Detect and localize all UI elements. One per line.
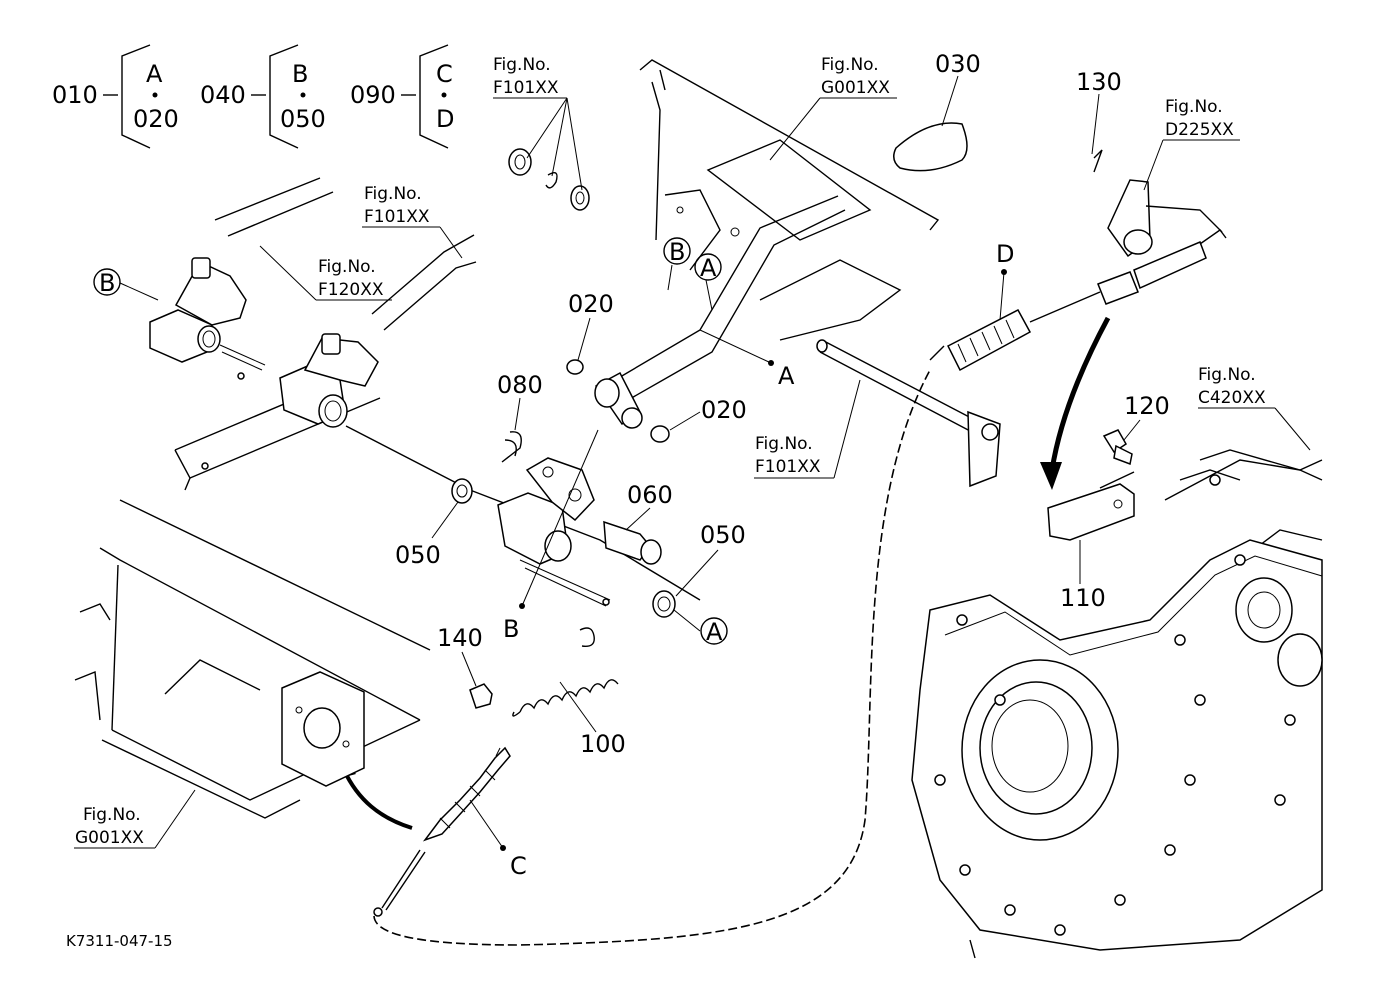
leader-lines	[74, 75, 1311, 849]
pedal-shaft	[816, 339, 1001, 488]
part-label-020-b: 020	[701, 396, 747, 424]
fig-ref-label: Fig.No.	[755, 434, 813, 454]
svg-text:D: D	[996, 240, 1014, 268]
clip-080	[501, 431, 522, 463]
svg-text:A: A	[700, 254, 717, 282]
washer-set	[508, 148, 590, 211]
fig-ref-g001-top: Fig.No. G001XX	[821, 55, 890, 98]
bracket-110	[1047, 471, 1135, 541]
ref-point-a: A	[768, 360, 795, 390]
case-bolts	[934, 474, 1296, 936]
fig-ref-label: Fig.No.	[364, 184, 422, 204]
range-group-090: 090 C D	[350, 44, 454, 149]
range-group-040: 040 B 050	[200, 44, 326, 149]
part-label-030: 030	[935, 50, 981, 78]
fig-ref-label: Fig.No.	[1165, 97, 1223, 117]
spring-100	[512, 627, 619, 717]
range-bottom-D: D	[436, 105, 454, 133]
fig-ref-code: G001XX	[821, 78, 890, 98]
arrow-right	[1040, 316, 1111, 490]
ref-circle-a-bottom: A	[700, 617, 728, 646]
fig-ref-code: G001XX	[75, 828, 144, 848]
fig-ref-f101-mid: Fig.No. F101XX	[755, 434, 821, 477]
part-label-140: 140	[437, 624, 483, 652]
clutch-pedal-arm	[594, 195, 846, 429]
part-label-110: 110	[1060, 584, 1106, 612]
svg-text:A: A	[778, 362, 795, 390]
fig-ref-code: F101XX	[755, 457, 821, 477]
lever-d225	[1093, 149, 1223, 258]
fig-ref-code: C420XX	[1198, 388, 1266, 408]
fig-ref-code: F101XX	[364, 207, 430, 227]
ref-point-b: B	[503, 603, 525, 643]
range-part-010: 010	[52, 81, 98, 109]
svg-text:A: A	[706, 618, 723, 646]
fig-ref-code: F101XX	[493, 78, 559, 98]
fig-ref-g001-bottom: Fig.No. G001XX	[75, 805, 144, 848]
fig-ref-f101-top: Fig.No. F101XX	[493, 55, 559, 98]
svg-text:B: B	[503, 615, 519, 643]
range-bottom-050: 050	[280, 105, 326, 133]
fig-ref-label: Fig.No.	[83, 805, 141, 825]
range-part-040: 040	[200, 81, 246, 109]
clutch-cable	[373, 345, 945, 946]
range-part-090: 090	[350, 81, 396, 109]
range-top-B: B	[292, 60, 308, 88]
fig-ref-d225: Fig.No. D225XX	[1165, 97, 1234, 140]
ref-point-c: C	[500, 845, 527, 880]
bushing-020-b	[650, 425, 670, 443]
fig-ref-f101-left: Fig.No. F101XX	[364, 184, 430, 227]
range-group-010: 010 A 020	[52, 44, 179, 149]
range-bottom-020: 020	[133, 105, 179, 133]
bushing-050-right	[652, 590, 676, 618]
cross-shaft-assembly	[149, 177, 701, 601]
fig-ref-label: Fig.No.	[493, 55, 551, 75]
range-top-C: C	[436, 60, 453, 88]
part-label-050-right: 050	[700, 521, 746, 549]
ref-circle-b-left: B	[93, 268, 121, 297]
part-label-060: 060	[627, 481, 673, 509]
svg-text:B: B	[99, 269, 115, 297]
floor-panel	[74, 499, 431, 819]
part-label-100: 100	[580, 730, 626, 758]
fig-ref-label: Fig.No.	[821, 55, 879, 75]
ref-point-d: D	[996, 240, 1014, 275]
fig-ref-f120: Fig.No. F120XX	[318, 257, 384, 300]
fig-ref-c420: Fig.No. C420XX	[1198, 365, 1266, 408]
cable-end-d	[946, 229, 1227, 372]
transmission-case	[911, 449, 1323, 959]
svg-text:C: C	[510, 852, 527, 880]
pedal-pad-030	[893, 122, 968, 172]
bolt-120	[1102, 429, 1133, 466]
drawing-code: K7311-047-15	[66, 932, 173, 950]
ref-circle-b-pedal: B	[663, 237, 691, 266]
bushing-050-left	[451, 478, 473, 504]
pin-060	[603, 520, 662, 565]
svg-text:B: B	[669, 238, 685, 266]
part-label-130: 130	[1076, 68, 1122, 96]
fig-ref-label: Fig.No.	[318, 257, 376, 277]
part-label-020-a: 020	[568, 290, 614, 318]
part-label-050-left: 050	[395, 541, 441, 569]
part-label-120: 120	[1124, 392, 1170, 420]
part-label-080: 080	[497, 371, 543, 399]
range-top-A: A	[146, 60, 163, 88]
part-140	[469, 683, 493, 709]
fig-ref-label: Fig.No.	[1198, 365, 1256, 385]
bushing-020-a	[566, 359, 584, 375]
ref-circle-a-pedal: A	[694, 253, 722, 282]
fig-ref-code: F120XX	[318, 280, 384, 300]
arm-060-assembly	[497, 457, 611, 607]
pedal-bracket	[639, 59, 940, 341]
fig-ref-code: D225XX	[1165, 120, 1234, 140]
